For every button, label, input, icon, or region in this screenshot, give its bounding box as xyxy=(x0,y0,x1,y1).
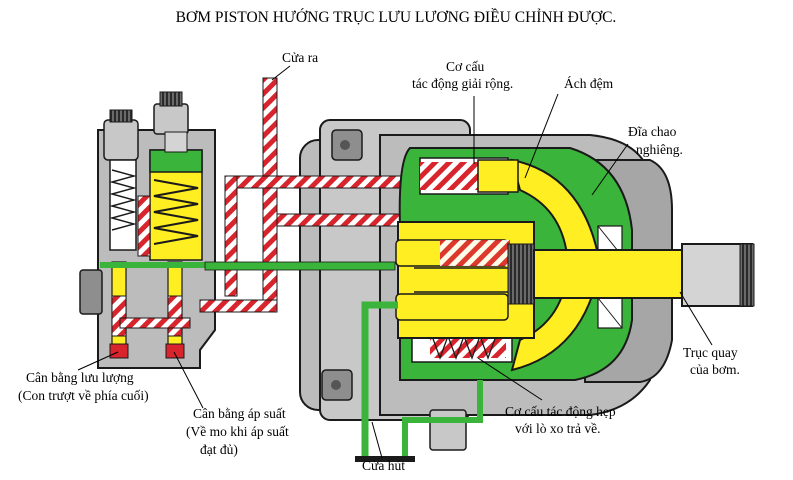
label-pressure-balance-line3: đạt đủ) xyxy=(200,442,238,457)
label-outlet: Cửa ra xyxy=(282,50,318,65)
leader-lines xyxy=(77,65,713,459)
label-large-actuator-line1: Cơ cấu xyxy=(446,59,485,74)
label-small-actuator-line1: Cơ cấu tác động hẹp xyxy=(505,404,616,419)
label-flow-balance-line2: (Con trượt về phía cuối) xyxy=(18,388,149,403)
outlet-port-pipe-icon xyxy=(262,77,278,309)
piston-icon xyxy=(395,221,535,339)
pump-internals xyxy=(395,147,633,381)
label-swash-line1: Đĩa chao xyxy=(628,124,677,139)
label-pressure-balance-line1: Cân bằng áp suất xyxy=(193,406,286,421)
shaft-icon xyxy=(533,243,755,307)
spring-icon xyxy=(109,169,137,231)
label-shaft-line2: của bơm. xyxy=(690,362,740,377)
label-large-actuator-line2: tác động giải rộng. xyxy=(412,76,513,91)
label-inlet: Cửa hút xyxy=(362,458,405,473)
label-shaft-line1: Trục quay xyxy=(683,345,738,360)
control-valve-block xyxy=(79,91,216,369)
label-pressure-balance-line2: (Về mo khi áp suất xyxy=(186,424,289,439)
label-small-actuator-line2: với lò xo trả về. xyxy=(515,421,601,436)
inlet-port-pipe-icon xyxy=(355,301,483,462)
label-swash-line2: nghiêng. xyxy=(636,142,683,157)
label-damper: Ách đệm xyxy=(564,76,614,91)
diagram-title: BƠM PISTON HƯỚNG TRỤC LƯU LƯƠNG ĐIỀU CHỈ… xyxy=(176,9,617,26)
label-flow-balance-line1: Cân bằng lưu lượng xyxy=(26,370,134,385)
